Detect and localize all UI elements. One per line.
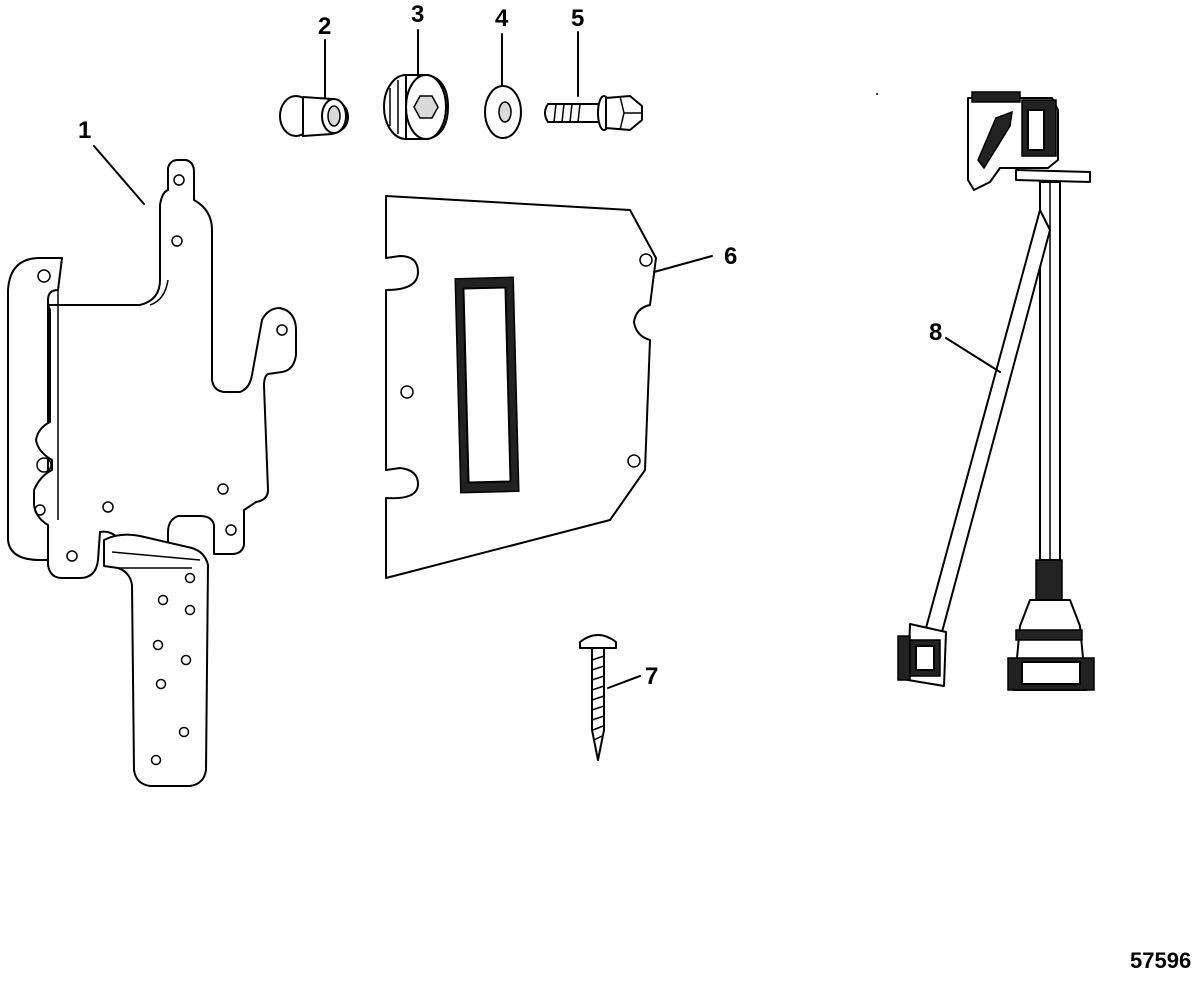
callout-4: 4: [495, 5, 509, 32]
leader-lines: [93, 29, 1001, 689]
wiring-harness: [897, 91, 1095, 691]
callout-7: 7: [645, 663, 658, 690]
callout-1: 1: [78, 117, 91, 144]
tapping-screw: [579, 634, 617, 761]
callout-labels: 1 2 3 4 5 6 7 8: [78, 1, 942, 690]
mounting-bracket: [7, 159, 297, 787]
plug: [383, 74, 449, 140]
callout-2: 2: [318, 13, 331, 40]
washer: [484, 85, 522, 139]
cover-plate: [385, 195, 657, 579]
figure-number: 57596: [1130, 948, 1191, 973]
grommet: [279, 95, 349, 137]
screw: [544, 95, 643, 131]
callout-8: 8: [929, 319, 942, 346]
callout-3: 3: [411, 1, 424, 28]
stray-mark: [876, 93, 878, 95]
callout-6: 6: [724, 243, 737, 270]
callout-5: 5: [571, 5, 584, 32]
